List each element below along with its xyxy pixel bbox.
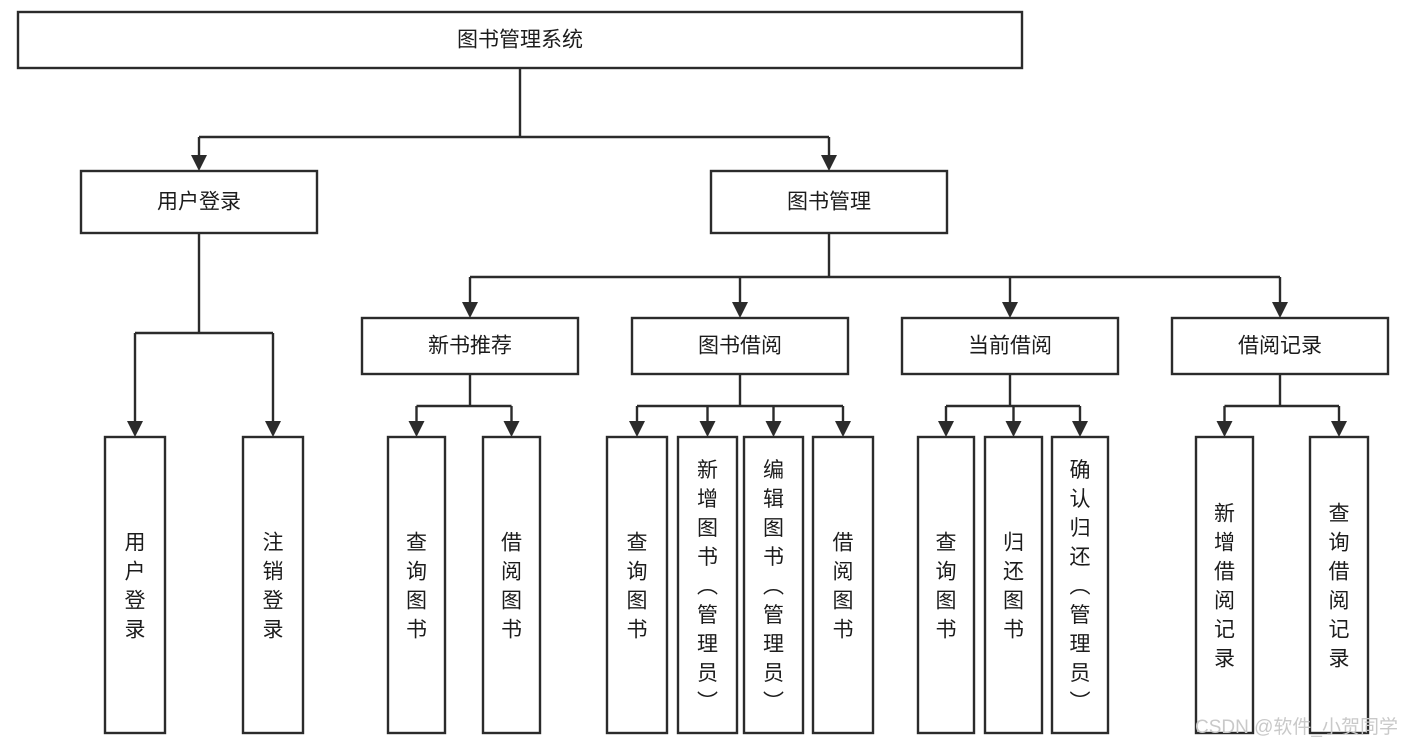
node-leaf-return-book[interactable]: 归还图书 <box>983 435 1044 735</box>
borrow-record-to-leaf-0-arrowhead <box>1216 421 1233 437</box>
node-leaf-add-book-admin[interactable]: 新增图书︵管理员︶ <box>676 435 739 735</box>
node-leaf-edit-book-admin-label: 编辑图书︵管理员︶ <box>763 459 784 714</box>
node-leaf-borrow-book-brw-box[interactable] <box>811 435 875 735</box>
node-leaf-query-borrow-record[interactable]: 查询借阅记录 <box>1308 435 1370 735</box>
node-new-book-rec-box[interactable] <box>360 316 580 376</box>
node-user-login[interactable]: 用户登录 <box>79 169 319 235</box>
book-borrow-to-leaf-2-arrowhead <box>765 421 782 437</box>
book-borrow-to-leaf-1-arrowhead <box>699 421 716 437</box>
node-leaf-query-book-rec-box[interactable] <box>386 435 447 735</box>
node-leaf-confirm-return-label: 确认归还︵管理员︶ <box>1070 459 1091 714</box>
node-leaf-query-borrow-record-box[interactable] <box>1308 435 1370 735</box>
node-leaf-add-borrow-record[interactable]: 新增借阅记录 <box>1194 435 1255 735</box>
node-book-manage-box[interactable] <box>709 169 949 235</box>
node-leaf-query-book-cur-label: 查询图书 <box>936 532 957 642</box>
node-user-login-box[interactable] <box>79 169 319 235</box>
node-leaf-query-book-brw[interactable]: 查询图书 <box>605 435 669 735</box>
node-new-book-rec[interactable]: 新书推荐 <box>360 316 580 376</box>
csdn-watermark: CSDN @软件_小贺同学 <box>1195 716 1398 738</box>
node-current-borrow-label: 当前借阅 <box>968 335 1052 358</box>
book-borrow-to-leaf-3-arrowhead <box>835 421 851 437</box>
node-root-label: 图书管理系统 <box>457 29 583 52</box>
book-borrow-to-leaf-0-arrowhead <box>629 421 645 437</box>
node-leaf-query-borrow-record-label: 查询借阅记录 <box>1329 503 1350 671</box>
node-leaf-borrow-book-brw[interactable]: 借阅图书 <box>811 435 875 735</box>
node-leaf-return-book-label: 归还图书 <box>1003 532 1024 642</box>
node-leaf-confirm-return[interactable]: 确认归还︵管理员︶ <box>1050 435 1110 735</box>
l2-to-l3-3-arrowhead <box>1272 302 1288 318</box>
l2-to-l3-1-arrowhead <box>732 302 748 318</box>
node-new-book-rec-label: 新书推荐 <box>428 335 512 358</box>
node-borrow-record-box[interactable] <box>1170 316 1390 376</box>
node-leaf-query-book-brw-box[interactable] <box>605 435 669 735</box>
user-login-to-leaf-0-arrowhead <box>127 421 143 437</box>
l2-to-l3-2-arrowhead <box>1002 302 1018 318</box>
node-leaf-add-borrow-record-box[interactable] <box>1194 435 1255 735</box>
node-current-borrow-box[interactable] <box>900 316 1120 376</box>
node-borrow-record[interactable]: 借阅记录 <box>1170 316 1390 376</box>
node-leaf-user-login[interactable]: 用户登录 <box>103 435 167 735</box>
node-root-box[interactable] <box>16 10 1024 70</box>
node-book-manage[interactable]: 图书管理 <box>709 169 949 235</box>
node-book-borrow[interactable]: 图书借阅 <box>630 316 850 376</box>
borrow-record-to-leaf-1-arrowhead <box>1331 421 1347 437</box>
node-leaf-borrow-book-brw-label: 借阅图书 <box>833 532 854 642</box>
node-book-borrow-label: 图书借阅 <box>698 335 782 358</box>
node-root[interactable]: 图书管理系统 <box>16 10 1024 70</box>
node-leaf-query-book-cur[interactable]: 查询图书 <box>916 435 976 735</box>
node-leaf-query-book-rec[interactable]: 查询图书 <box>386 435 447 735</box>
node-leaf-query-book-cur-box[interactable] <box>916 435 976 735</box>
current-borrow-to-leaf-0-arrowhead <box>938 421 954 437</box>
node-leaf-query-book-brw-label: 查询图书 <box>627 532 648 642</box>
new-book-rec-to-leaf-0-arrowhead <box>408 421 425 437</box>
node-borrow-record-label: 借阅记录 <box>1238 335 1322 358</box>
root-to-l2-0-arrowhead <box>191 155 207 171</box>
node-leaf-confirm-return-box[interactable] <box>1050 435 1110 735</box>
node-leaf-edit-book-admin-box[interactable] <box>742 435 805 735</box>
user-login-to-leaf-1-arrowhead <box>265 421 281 437</box>
node-leaf-user-logout-box[interactable] <box>241 435 305 735</box>
node-leaf-edit-book-admin[interactable]: 编辑图书︵管理员︶ <box>742 435 805 735</box>
node-leaf-add-book-admin-label: 新增图书︵管理员︶ <box>697 459 718 714</box>
node-leaf-query-book-rec-label: 查询图书 <box>406 532 427 642</box>
connector-layer <box>127 68 1347 437</box>
node-leaf-borrow-book-rec-box[interactable] <box>481 435 542 735</box>
node-leaf-return-book-box[interactable] <box>983 435 1044 735</box>
node-leaf-borrow-book-rec-label: 借阅图书 <box>501 532 522 642</box>
node-book-borrow-box[interactable] <box>630 316 850 376</box>
node-leaf-user-logout-label: 注销登录 <box>263 532 284 642</box>
node-book-manage-label: 图书管理 <box>787 191 871 214</box>
root-to-l2-1-arrowhead <box>821 155 837 171</box>
node-leaf-user-login-label: 用户登录 <box>125 532 146 642</box>
node-leaf-add-book-admin-box[interactable] <box>676 435 739 735</box>
node-user-login-label: 用户登录 <box>157 191 241 214</box>
node-leaf-add-borrow-record-label: 新增借阅记录 <box>1214 503 1235 671</box>
node-layer: 图书管理系统用户登录图书管理新书推荐图书借阅当前借阅借阅记录用户登录注销登录查询… <box>16 10 1390 735</box>
node-current-borrow[interactable]: 当前借阅 <box>900 316 1120 376</box>
node-leaf-borrow-book-rec[interactable]: 借阅图书 <box>481 435 542 735</box>
new-book-rec-to-leaf-1-arrowhead <box>503 421 520 437</box>
node-leaf-user-login-box[interactable] <box>103 435 167 735</box>
l2-to-l3-0-arrowhead <box>462 302 478 318</box>
current-borrow-to-leaf-1-arrowhead <box>1005 421 1022 437</box>
node-leaf-user-logout[interactable]: 注销登录 <box>241 435 305 735</box>
current-borrow-to-leaf-2-arrowhead <box>1072 421 1088 437</box>
